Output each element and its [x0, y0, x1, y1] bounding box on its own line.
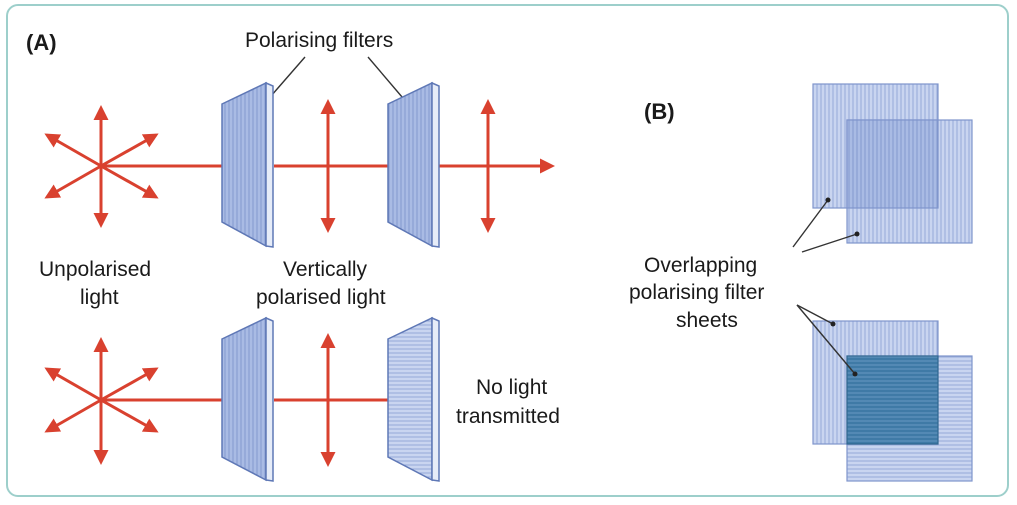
- polarising-filter-top-1: [221, 81, 274, 248]
- vertically-polarised-label-line1: Vertically: [283, 258, 368, 281]
- no-light-label-line2: transmitted: [456, 405, 560, 428]
- overlap-leader-dot-2: [854, 231, 860, 237]
- filter-leader-line-1: [270, 56, 306, 97]
- sheet-top-overlap: [846, 119, 939, 209]
- unpolarised-light-rays-bottom: [44, 337, 159, 465]
- filter-leader-line-2: [367, 56, 409, 105]
- panel-a-label: (A): [26, 30, 57, 55]
- panel-b: (B) Overlapping polarising filter sheets: [629, 83, 973, 482]
- panel-a: (A) Polarising filters: [26, 29, 560, 482]
- overlap-leader-3: [796, 304, 834, 325]
- overlap-leader-4: [796, 304, 856, 375]
- unpolarised-light-label-line1: Unpolarised: [39, 258, 151, 281]
- overlap-leader-dot-1: [825, 197, 831, 203]
- no-light-label-line1: No light: [476, 376, 547, 399]
- overlap-leader-dot-4: [852, 371, 858, 377]
- overlapping-sheets-parallel: [812, 83, 973, 244]
- polarising-filter-top-2: [387, 81, 440, 248]
- sheet-bottom-overlap-dark: [846, 355, 939, 445]
- overlap-label-line2: polarising filter: [629, 281, 764, 304]
- polarising-filter-bottom-2-crossed: [387, 316, 440, 482]
- overlap-leader-2: [801, 233, 858, 253]
- vertically-polarised-label-line2: polarised light: [256, 286, 386, 309]
- overlap-label-line1: Overlapping: [644, 254, 757, 277]
- overlap-label-line3: sheets: [676, 309, 738, 332]
- panel-b-label: (B): [644, 99, 675, 124]
- unpolarised-light-label-line2: light: [80, 286, 119, 309]
- overlap-leader-dot-3: [830, 321, 836, 327]
- polarising-filter-bottom-1: [221, 316, 274, 482]
- unpolarised-light-rays-top: [44, 105, 159, 228]
- overlapping-sheets-crossed: [812, 320, 973, 482]
- overlap-leader-1: [792, 199, 829, 248]
- polarising-filters-label: Polarising filters: [245, 29, 393, 52]
